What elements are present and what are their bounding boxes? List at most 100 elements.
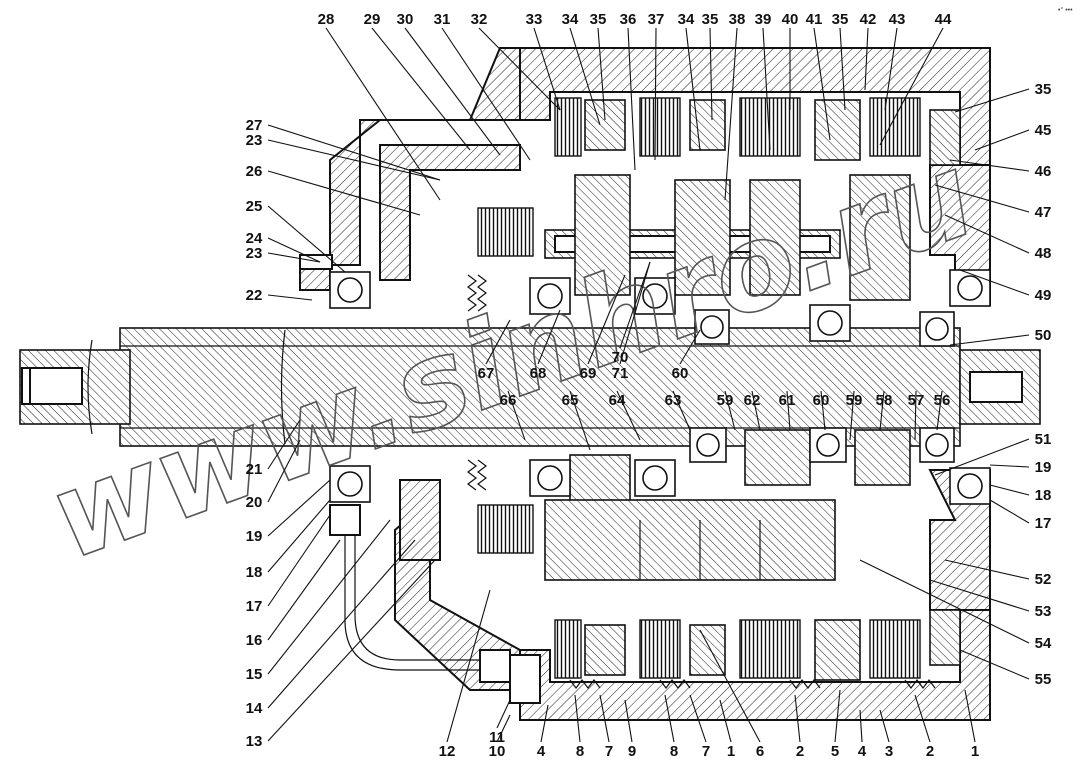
leader-right-5 <box>959 269 1030 296</box>
leader-top-2 <box>404 27 501 156</box>
callout-bottom-2: 10 <box>489 743 506 760</box>
callout-center-12: 61 <box>779 392 796 409</box>
callout-center-4: 71 <box>612 365 629 382</box>
callout-center-2: 69 <box>580 365 597 382</box>
leader-left-9 <box>267 479 331 537</box>
leader-bottom-14 <box>879 709 890 743</box>
callout-right-11: 52 <box>1035 571 1052 588</box>
leader-top-19 <box>879 27 944 146</box>
leader-top-9 <box>654 27 657 161</box>
callout-top-5: 33 <box>526 11 543 28</box>
callout-center-0: 67 <box>478 365 495 382</box>
callout-center-17: 56 <box>934 392 951 409</box>
leader-bottom-1 <box>496 699 511 729</box>
callout-bottom-5: 7 <box>605 743 613 760</box>
leader-left-4 <box>267 237 321 263</box>
leader-right-12 <box>929 579 1030 612</box>
callout-center-1: 68 <box>530 365 547 382</box>
leader-left-1 <box>267 139 441 181</box>
leader-bottom-12 <box>834 689 841 743</box>
callout-left-13: 15 <box>246 666 263 683</box>
callout-top-2: 30 <box>397 11 414 28</box>
leader-right-10 <box>989 499 1030 524</box>
leader-center-16 <box>914 390 917 441</box>
callout-bottom-3: 4 <box>537 743 546 760</box>
callout-right-10: 17 <box>1035 515 1052 532</box>
leader-right-4 <box>944 214 1030 254</box>
leader-left-15 <box>267 559 436 742</box>
callout-top-11: 35 <box>702 11 719 28</box>
callout-bottom-15: 2 <box>926 743 934 760</box>
callout-top-1: 29 <box>364 11 381 28</box>
callout-right-3: 47 <box>1035 204 1052 221</box>
callout-right-9: 18 <box>1035 487 1052 504</box>
leader-bottom-5 <box>599 694 610 743</box>
leader-left-2 <box>267 170 421 216</box>
leader-right-0 <box>954 88 1030 113</box>
callout-top-9: 37 <box>648 11 665 28</box>
callout-center-16: 57 <box>908 392 925 409</box>
callout-right-14: 55 <box>1035 671 1052 688</box>
callout-left-4: 24 <box>246 230 263 247</box>
leader-right-9 <box>989 484 1030 496</box>
callout-top-8: 36 <box>620 11 637 28</box>
leader-left-13 <box>267 519 391 675</box>
clutch-packs-upper <box>477 97 961 257</box>
leader-left-3 <box>267 205 346 273</box>
main-shaft <box>19 327 1041 447</box>
leader-top-18 <box>884 27 898 111</box>
corner-mark: •° ••• <box>1058 6 1073 14</box>
callout-center-7: 65 <box>562 392 579 409</box>
leader-center-8 <box>616 390 641 441</box>
callout-center-8: 64 <box>609 392 626 409</box>
callout-bottom-8: 7 <box>702 743 710 760</box>
callout-bottom-13: 4 <box>858 743 867 760</box>
leader-right-6 <box>949 334 1030 346</box>
callout-left-3: 25 <box>246 198 263 215</box>
callout-center-13: 60 <box>813 392 830 409</box>
leader-top-4 <box>478 27 561 111</box>
callout-bottom-16: 1 <box>971 743 979 760</box>
callout-top-10: 34 <box>678 11 695 28</box>
leader-bottom-6 <box>624 699 633 743</box>
leader-right-7 <box>934 438 1030 476</box>
leader-top-12 <box>724 27 738 201</box>
leader-top-17 <box>864 27 869 91</box>
callout-center-14: 59 <box>846 392 863 409</box>
leader-center-9 <box>672 390 691 431</box>
callout-center-11: 62 <box>744 392 761 409</box>
callout-bottom-9: 1 <box>727 743 735 760</box>
leader-bottom-8 <box>689 694 707 743</box>
callout-left-5: 23 <box>246 245 263 262</box>
callout-top-6: 34 <box>562 11 579 28</box>
leader-center-11 <box>751 390 761 431</box>
callout-top-4: 32 <box>471 11 488 28</box>
leader-left-14 <box>267 539 416 709</box>
leader-left-12 <box>267 539 341 641</box>
leader-right-1 <box>974 129 1030 151</box>
callout-leader-lines <box>267 27 1030 743</box>
callout-right-12: 53 <box>1035 603 1052 620</box>
leader-center-2 <box>587 274 626 365</box>
callout-right-2: 46 <box>1035 163 1052 180</box>
leader-bottom-9 <box>719 699 732 743</box>
oil-line <box>299 254 541 704</box>
leader-left-11 <box>267 514 331 607</box>
springs <box>467 274 936 689</box>
leader-top-3 <box>441 27 531 161</box>
leader-bottom-16 <box>964 689 976 743</box>
leader-bottom-2 <box>496 714 511 743</box>
leader-center-15 <box>879 390 885 431</box>
callout-left-8: 20 <box>246 494 263 511</box>
callout-left-12: 16 <box>246 632 263 649</box>
callout-bottom-10: 6 <box>756 743 764 760</box>
callout-right-8: 19 <box>1035 459 1052 476</box>
leader-center-0 <box>485 319 511 365</box>
callout-left-9: 19 <box>246 528 263 545</box>
leader-bottom-13 <box>859 709 863 743</box>
leader-top-6 <box>569 27 601 126</box>
callout-top-19: 44 <box>935 11 952 28</box>
callout-center-10: 59 <box>717 392 734 409</box>
callout-left-1: 23 <box>246 132 263 149</box>
